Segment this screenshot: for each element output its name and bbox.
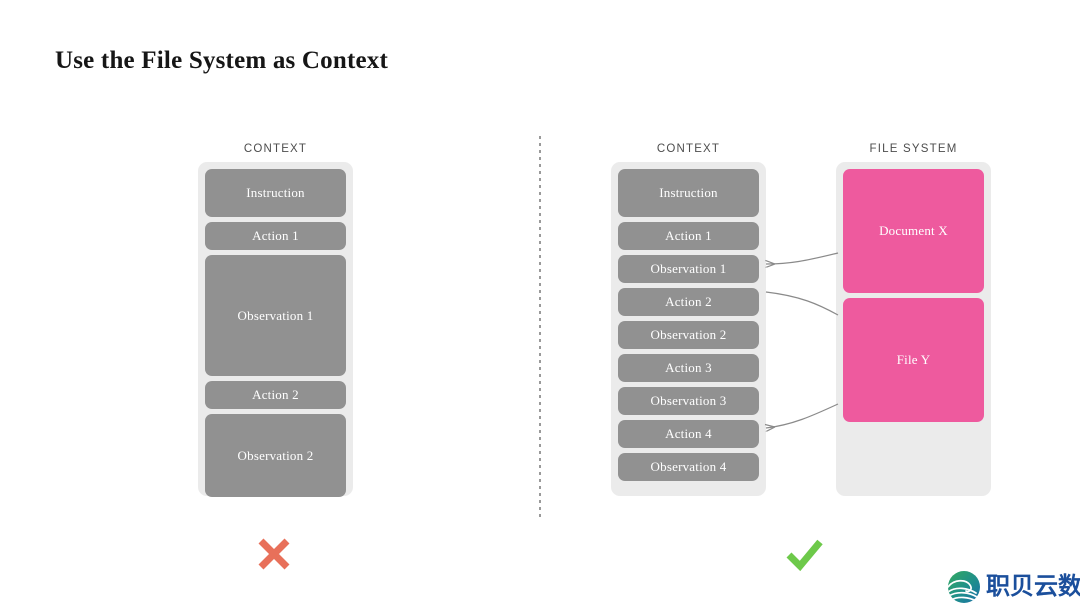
right-context-block-4: Action 2	[618, 288, 759, 316]
left-context-block-4: Action 2	[205, 381, 346, 409]
check-icon	[786, 539, 823, 572]
right-context-label: CONTEXT	[656, 143, 721, 155]
left-context-block-2: Action 1	[205, 222, 346, 250]
right-context-block-2: Action 1	[618, 222, 759, 250]
right-context-block-3: Observation 1	[618, 255, 759, 283]
file-system-block-2: File Y	[843, 298, 984, 422]
page-title: Use the File System as Context	[55, 47, 389, 74]
right-context-block-5: Observation 2	[618, 321, 759, 349]
right-context-block-7: Observation 3	[618, 387, 759, 415]
vertical-divider	[539, 136, 541, 518]
arrow-document-x-to-observation-1	[766, 252, 839, 264]
arrow-file-y-to-action-4	[766, 403, 839, 428]
right-context-block-6: Action 3	[618, 354, 759, 382]
cross-icon	[258, 538, 290, 570]
left-context-block-5: Observation 2	[205, 414, 346, 497]
right-context-block-8: Action 4	[618, 420, 759, 448]
left-context-label: CONTEXT	[243, 143, 308, 155]
left-context-block-3: Observation 1	[205, 255, 346, 376]
left-context-block-1: Instruction	[205, 169, 346, 217]
right-context-block-9: Observation 4	[618, 453, 759, 481]
wave-circle-logo-icon	[948, 571, 980, 603]
right-context-block-1: Instruction	[618, 169, 759, 217]
arrow-action-2-to-file-y	[765, 291, 839, 316]
brand-name: 职贝云数	[986, 573, 1080, 600]
file-system-block-1: Document X	[843, 169, 984, 293]
file-system-label: FILE SYSTEM	[869, 143, 958, 155]
brand-logo: 职贝云数	[947, 570, 1080, 604]
